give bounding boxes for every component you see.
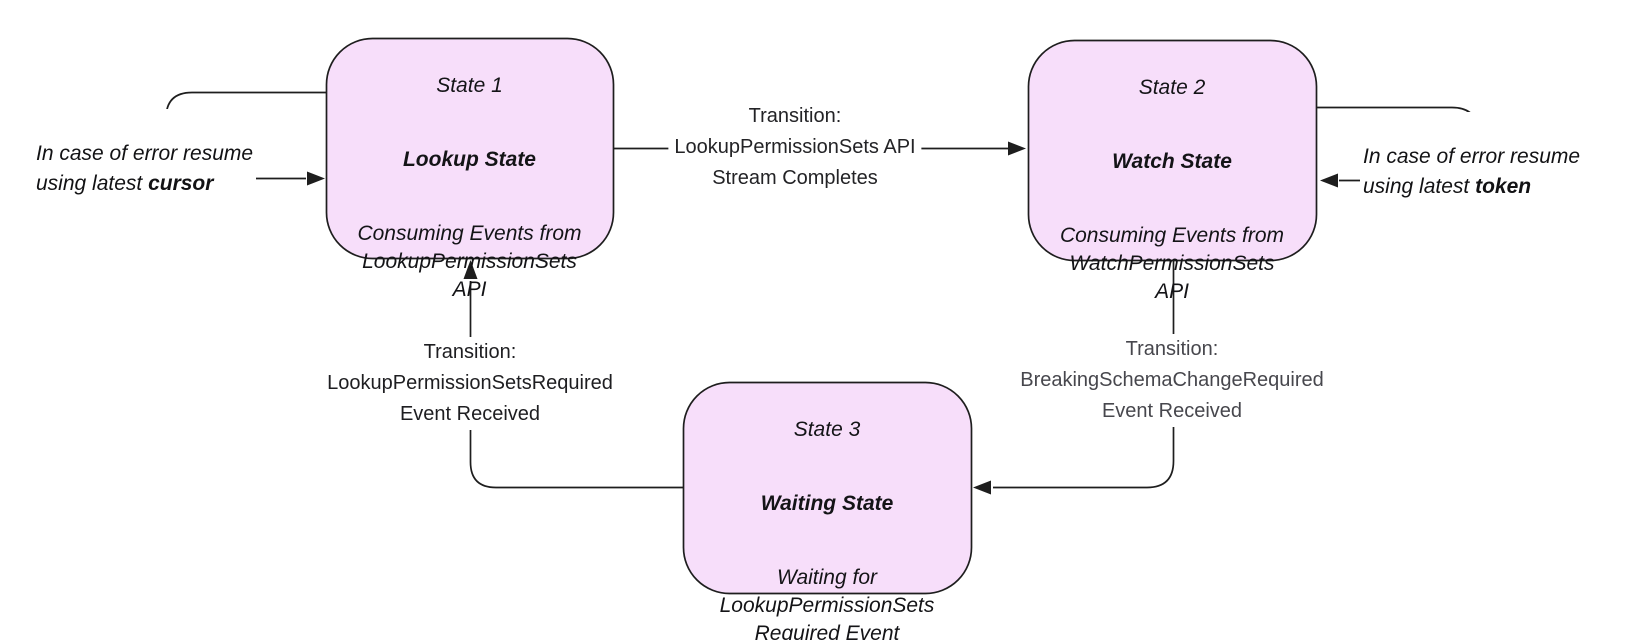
state-3-node xyxy=(682,381,973,595)
error-loop-text: In case of error resume using latest xyxy=(1363,145,1581,198)
error-loop-text: In case of error resume using latest xyxy=(36,142,254,195)
state-name: Lookup State xyxy=(402,148,536,171)
transition-2-3-arrow xyxy=(993,260,1175,489)
arrowhead-icon xyxy=(307,171,325,186)
arrowhead-icon xyxy=(1320,173,1338,188)
state-id: State 3 xyxy=(793,418,861,441)
state-description: Consuming Events from LookupPermissionSe… xyxy=(357,222,582,301)
state-description: Waiting for LookupPermissionSets Require… xyxy=(719,566,935,640)
state-1-error-loop-label: In case of error resume using latest cur… xyxy=(33,109,257,199)
transition-3-1-label: Transition: LookupPermissionSetsRequired… xyxy=(321,337,619,430)
transition-1-2-label: Transition: LookupPermissionSets API Str… xyxy=(668,101,922,194)
arrowhead-icon xyxy=(1008,141,1026,156)
error-loop-emphasis: cursor xyxy=(148,172,214,195)
state-name: Watch State xyxy=(1112,150,1232,173)
error-loop-emphasis: token xyxy=(1475,175,1532,198)
state-name: Waiting State xyxy=(760,492,894,515)
state-id: State 2 xyxy=(1138,76,1206,99)
state-description: Consuming Events from WatchPermissionSet… xyxy=(1059,224,1285,303)
state-2-error-loop-label: In case of error resume using latest tok… xyxy=(1360,112,1584,202)
state-3-label: State 3 Waiting State Waiting for Lookup… xyxy=(683,392,971,640)
transition-2-3-label: Transition: BreakingSchemaChangeRequired… xyxy=(1014,334,1330,427)
arrowhead-icon xyxy=(463,260,478,279)
transition-3-1-arrow xyxy=(469,281,683,489)
state-2-node xyxy=(1027,39,1318,262)
arrowhead-icon xyxy=(973,480,991,495)
state-1-label: State 1 Lookup State Consuming Events fr… xyxy=(326,48,613,328)
state-2-label: State 2 Watch State Consuming Events fro… xyxy=(1028,50,1316,330)
state-id: State 1 xyxy=(436,74,503,97)
